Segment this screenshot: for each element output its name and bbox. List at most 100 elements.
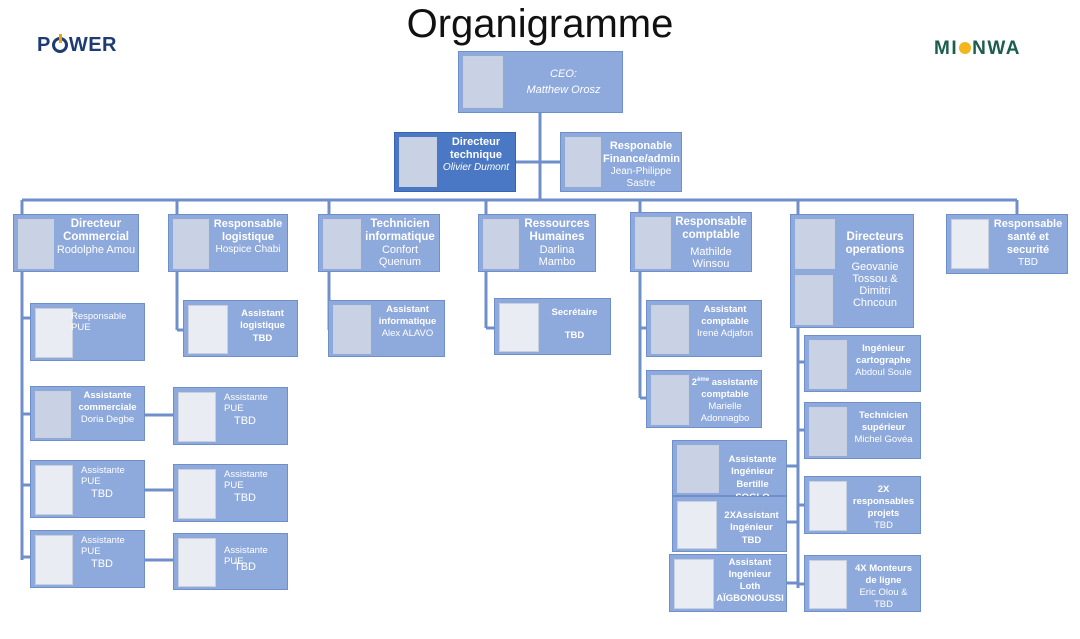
comptable-box: Responsable comptable Mathilde Winsou <box>630 212 752 272</box>
comptable-photo <box>635 217 671 269</box>
asst-comptable2-box: 2ème assistante comptable Marielle Adonn… <box>646 370 762 428</box>
asst-info-name: Alex ALAVO <box>381 328 434 339</box>
finance-photo <box>565 137 601 187</box>
sante-role: Responsable santé et securité <box>993 218 1063 256</box>
commercial-photo <box>18 219 54 269</box>
dir-tech-box: Directeur technique Olivier Dumont <box>394 132 516 192</box>
pue-5-photo-placeholder <box>178 538 216 587</box>
page-title: Organigramme <box>406 2 674 46</box>
pue-5-role: Assistante PUE <box>224 545 268 567</box>
pue-2-name: TBD <box>91 488 113 500</box>
asst-ing2-photo-placeholder <box>677 501 717 549</box>
pue-3-name: TBD <box>234 492 256 504</box>
asst-log-role: Assistant logistique <box>240 308 285 331</box>
resp-pue-role: Responsable PUE <box>71 311 127 333</box>
resp-projets-photo-placeholder <box>809 481 847 531</box>
commercial-role: Directeur Commercial <box>63 218 129 243</box>
operations-box: Directeurs operations Geovanie Tossou & … <box>790 214 914 328</box>
asst-info-role: Assistant informatique <box>378 304 437 327</box>
tech-sup-name: Michel Govéa <box>854 434 913 445</box>
dir-tech-role: Directeur technique <box>450 136 502 161</box>
asst-comptable-box: Assistant comptable Irené Adjafon <box>646 300 762 357</box>
pue-1-role: Assistante PUE <box>224 392 268 414</box>
asst-comptable-name: Irené Adjafon <box>697 328 753 339</box>
asst-comptable2-role: 2ème assistante comptable <box>691 377 759 401</box>
monteurs-name: Eric Olou & TBD <box>859 587 908 610</box>
sante-box: Responsable santé et securité TBD <box>946 214 1068 274</box>
operations-photo-1 <box>795 219 835 269</box>
resp-projets-name: TBD <box>874 520 893 531</box>
asst-log-box: Assistant logistique TBD <box>183 300 298 357</box>
resp-projets-role: 2X responsables projets <box>852 484 915 519</box>
logistique-box: Responsable logistique Hospice Chabi <box>168 214 288 272</box>
asst-ing3-role: Assistant Ingénieur <box>728 557 772 580</box>
rh-box: Ressources Humaines Darlina Mambo <box>478 214 596 272</box>
monteurs-box: 4X Monteurs de ligne Eric Olou & TBD <box>804 555 921 612</box>
informatique-box: Technicien informatique Confort Quenum <box>318 214 440 272</box>
logistique-role: Responsable logistique <box>213 218 283 243</box>
ceo-role: CEO: <box>550 68 577 80</box>
sun-icon <box>959 42 972 54</box>
pue-4-box: Assistante PUE TBD <box>30 530 145 588</box>
asst-comm-box: Assistante commerciale Doria Degbe <box>30 386 145 441</box>
informatique-name: Confort Quenum <box>378 244 422 268</box>
asst-ing3-box: Assistant Ingénieur Loth AÏGBONOUSSI <box>669 554 787 612</box>
asst-ing2-role: 2XAssistant Ingénieur <box>724 510 779 533</box>
asst-comptable-role: Assistant comptable <box>701 304 749 327</box>
asst-comm-role: Assistante commerciale <box>78 390 137 413</box>
pue-4-photo-placeholder <box>35 535 73 585</box>
cartographe-name: Abdoul Soule <box>855 367 912 378</box>
cartographe-role: Ingénieur cartographe <box>856 343 911 366</box>
informatique-photo <box>323 219 361 269</box>
rh-photo <box>483 219 519 269</box>
operations-role: Directeurs operations <box>845 231 905 256</box>
pue-5-box: Assistante PUE TBD <box>173 533 288 590</box>
secretaire-name: TBD <box>564 330 585 341</box>
pue-3-box: Assistante PUE TBD <box>173 464 288 522</box>
tech-sup-photo <box>809 407 847 456</box>
asst-comm-name: Doria Degbe <box>80 414 135 425</box>
pue-3-photo-placeholder <box>178 469 216 519</box>
asst-comptable2-name: Marielle Adonnagbo <box>700 401 750 425</box>
asst-log-photo-placeholder <box>188 305 228 354</box>
asst-ing2-name: TBD <box>741 535 762 546</box>
pue-3-role: Assistante PUE <box>224 469 268 491</box>
pue-2-photo-placeholder <box>35 465 73 515</box>
comptable-role: Responsable comptable <box>675 216 747 241</box>
asst-comptable2-photo <box>651 375 689 425</box>
informatique-role: Technicien informatique <box>365 218 435 243</box>
cartographe-box: Ingénieur cartographe Abdoul Soule <box>804 335 921 392</box>
sante-name: TBD <box>1018 257 1038 268</box>
ceo-box: CEO: Matthew Orosz <box>458 51 623 113</box>
asst-ing2-box: 2XAssistant Ingénieur TBD <box>672 496 787 552</box>
asst-ing1-box: Assistante Ingénieur Bertille SOGLO <box>672 440 787 503</box>
finance-box: Responable Finance/admin Jean-Philippe S… <box>560 132 682 192</box>
logistique-photo <box>173 219 209 269</box>
finance-name: Jean-Philippe Sastre <box>610 166 672 189</box>
tech-sup-role: Technicien supérieur <box>859 410 908 433</box>
resp-projets-box: 2X responsables projets TBD <box>804 476 921 534</box>
asst-comptable-photo <box>651 305 689 354</box>
asst-info-photo <box>333 305 371 354</box>
asst-ing1-photo <box>677 445 719 493</box>
secretaire-role: Secrétaire <box>551 307 598 318</box>
pue-2-box: Assistante PUE TBD <box>30 460 145 518</box>
monteurs-photo-placeholder <box>809 560 847 609</box>
resp-pue-photo-placeholder <box>35 308 73 358</box>
commercial-box: Directeur Commercial Rodolphe Amou <box>13 214 139 272</box>
power-button-icon <box>51 34 68 53</box>
ceo-photo <box>463 56 503 108</box>
pue-4-role: Assistante PUE <box>81 535 125 557</box>
logistique-name: Hospice Chabi <box>215 244 281 255</box>
asst-ing3-name: Loth AÏGBONOUSSI <box>716 581 784 604</box>
secretaire-box: Secrétaire TBD <box>494 298 611 355</box>
monteurs-role: 4X Monteurs de ligne <box>854 563 912 586</box>
resp-pue-box: Responsable PUE <box>30 303 145 361</box>
sante-photo-placeholder <box>951 219 989 269</box>
operations-name: Geovanie Tossou & Dimitri Chncoun <box>851 261 899 309</box>
operations-photo-2 <box>795 275 833 325</box>
pue-1-photo-placeholder <box>178 392 216 442</box>
asst-comm-photo <box>35 391 71 438</box>
asst-info-box: Assistant informatique Alex ALAVO <box>328 300 445 357</box>
